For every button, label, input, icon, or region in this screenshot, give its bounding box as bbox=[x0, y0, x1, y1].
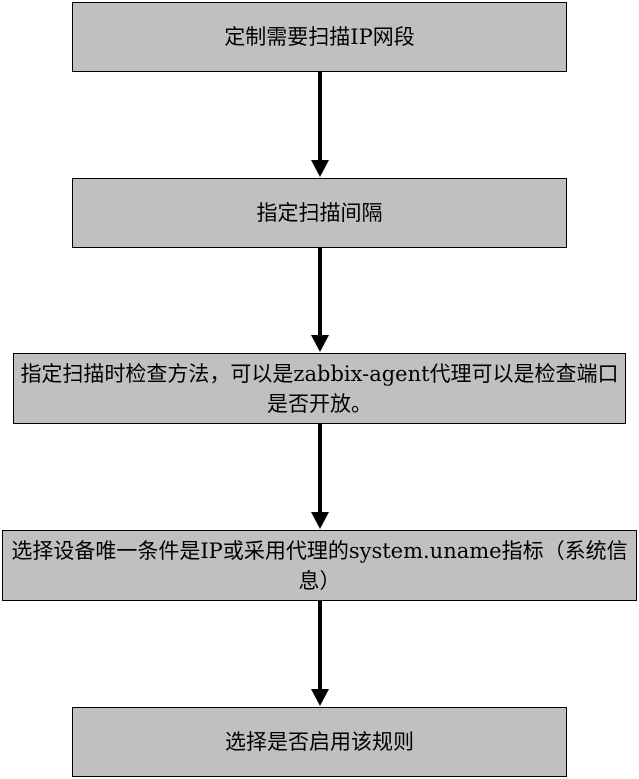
step-label: 指定扫描间隔 bbox=[256, 201, 383, 225]
arrow-1-to-2 bbox=[311, 72, 329, 177]
step-label: 定制需要扫描IP网段 bbox=[224, 25, 415, 49]
step-label: 选择设备唯一条件是IP或采用代理的system.uname指标（系统信息） bbox=[11, 538, 628, 593]
step-enable-rule: 选择是否启用该规则 bbox=[72, 707, 567, 777]
arrow-3-to-4 bbox=[311, 424, 329, 529]
arrow-2-to-3 bbox=[311, 248, 329, 352]
arrow-4-to-5 bbox=[311, 601, 329, 706]
step-check-method: 指定扫描时检查方法，可以是zabbix-agent代理可以是检查端口是否开放。 bbox=[13, 353, 626, 424]
step-scan-interval: 指定扫描间隔 bbox=[72, 178, 567, 248]
step-unique-condition: 选择设备唯一条件是IP或采用代理的system.uname指标（系统信息） bbox=[2, 530, 637, 601]
step-label: 指定扫描时检查方法，可以是zabbix-agent代理可以是检查端口是否开放。 bbox=[20, 361, 619, 416]
step-define-ip-range: 定制需要扫描IP网段 bbox=[72, 2, 567, 72]
step-label: 选择是否启用该规则 bbox=[225, 730, 414, 754]
